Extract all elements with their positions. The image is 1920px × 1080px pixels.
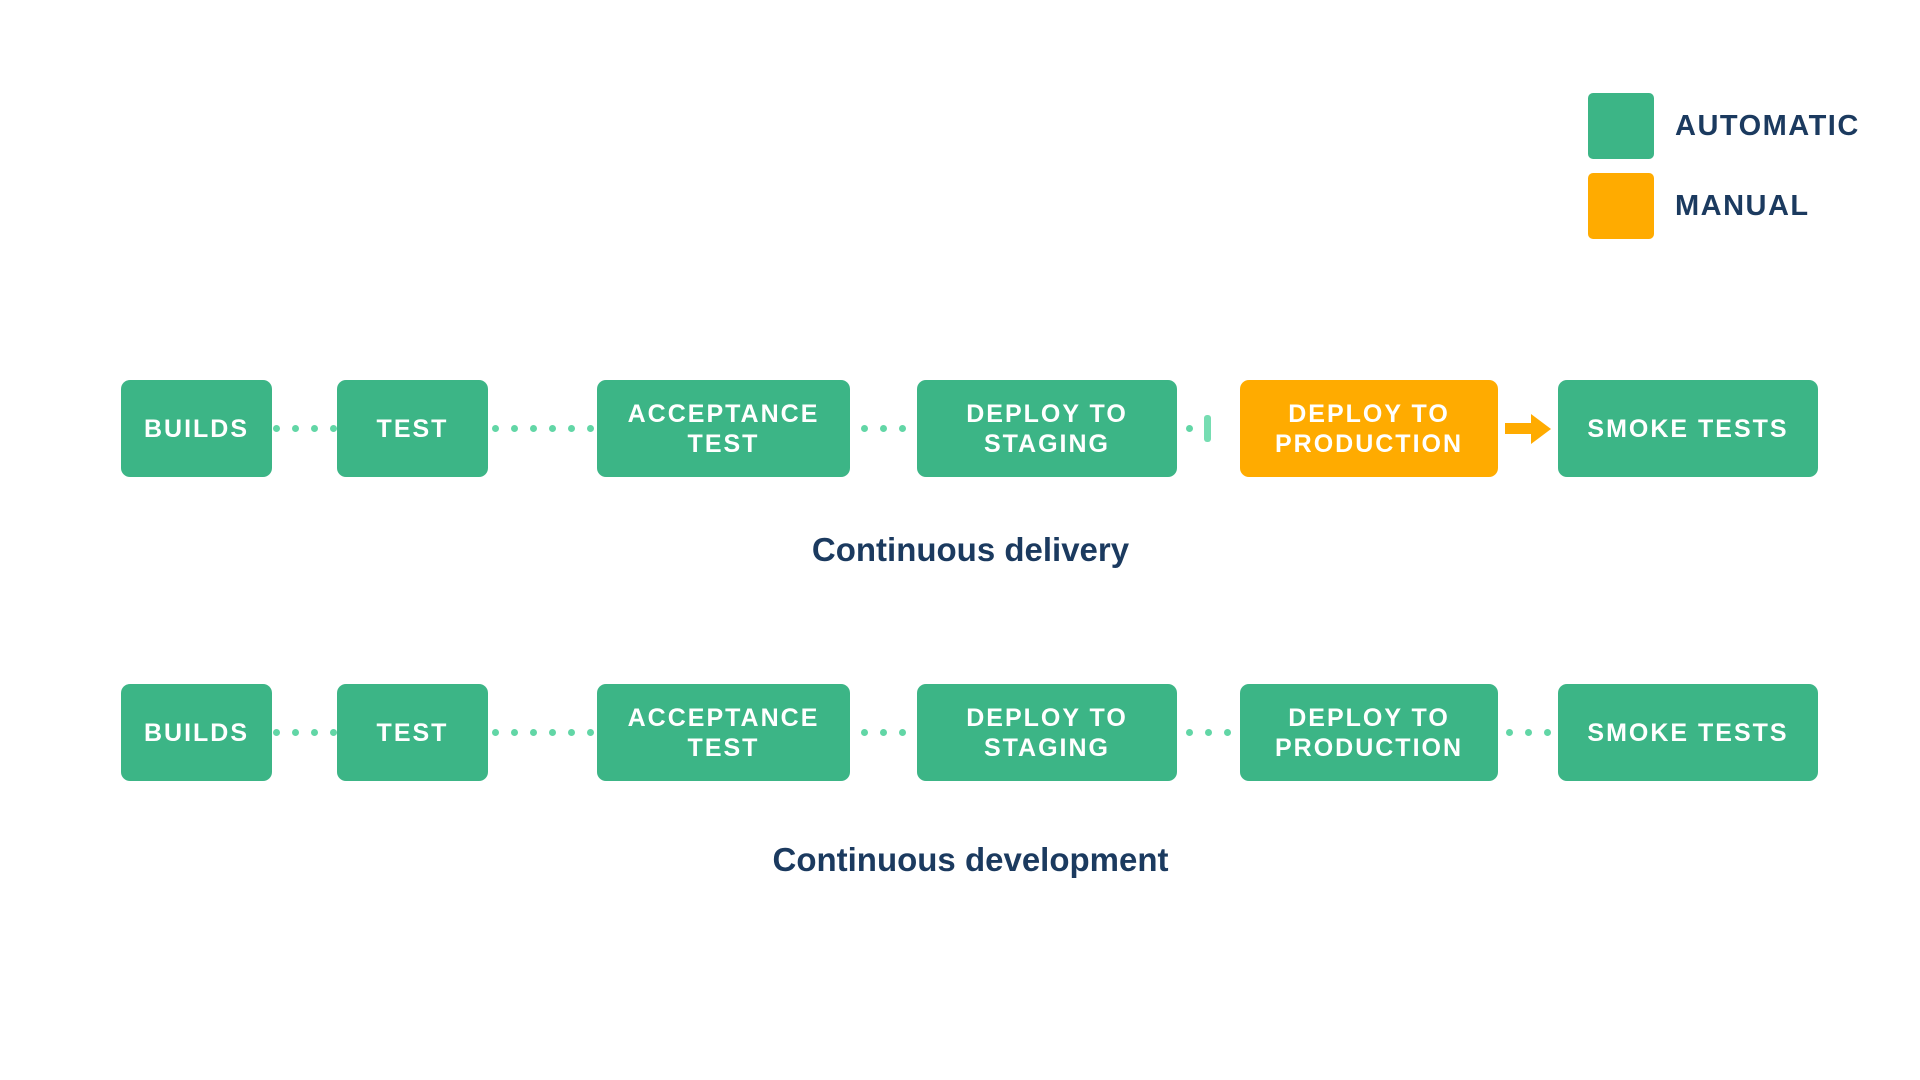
step-label-line: DEPLOY TO [966,399,1128,428]
connector-dot [329,729,337,736]
gate-bar-icon [1204,415,1211,442]
step-builds: BUILDS [121,380,272,477]
legend-label-manual: MANUAL [1675,189,1810,222]
connector-dot [586,425,594,432]
connector-dot [548,729,556,736]
caption-continuous-delivery: Continuous delivery [811,531,1130,568]
connector-dot [567,729,575,736]
connector-dot [899,729,906,736]
arrow-head [1531,413,1551,444]
connector-dot [1224,729,1231,736]
step-smoke-tests: SMOKE TESTS [1558,684,1818,781]
connector-dot [491,729,499,736]
arrow-shaft [1505,423,1531,434]
dotted-connector [488,684,597,781]
connector-dot [567,425,575,432]
connector-dot [529,729,537,736]
connector-dot [861,729,868,736]
dotted-connector [488,380,597,477]
step-label-line: TEST [376,718,449,747]
connector-dot [899,425,906,432]
step-label-line: TEST [687,429,760,458]
connector-dot [861,425,868,432]
connector-dot [291,729,299,736]
connector-dot [491,425,499,432]
dotted-connector [850,380,917,477]
legend-label-automatic: AUTOMATIC [1675,109,1860,142]
connector-dot [880,729,887,736]
step-label-line: PRODUCTION [1274,429,1464,458]
connector-dot [586,729,594,736]
connector-dot [529,425,537,432]
connector-dot [272,729,280,736]
step-label-line: DEPLOY TO [966,703,1128,732]
step-label-line: ACCEPTANCE [627,703,820,732]
connector-dot [1505,729,1513,736]
dotted-connector [1177,684,1240,781]
connector-dot [1186,425,1193,432]
step-label-line: TEST [687,733,760,762]
connector-dot [510,729,518,736]
step-label-line: SMOKE TESTS [1587,718,1789,747]
step-label-line: ACCEPTANCE [627,399,820,428]
arrow-connector [1498,380,1558,477]
dotted-connector [1498,684,1558,781]
step-label-line: STAGING [983,429,1111,458]
connector-dot [548,425,556,432]
connector-dot [310,729,318,736]
legend-swatch-automatic [1588,93,1654,159]
legend-item-automatic: AUTOMATIC [1588,93,1860,159]
step-label-line: SMOKE TESTS [1587,414,1789,443]
step-smoke-tests: SMOKE TESTS [1558,380,1818,477]
step-label-line: BUILDS [143,718,250,747]
connector-dot [310,425,318,432]
step-test: TEST [337,380,488,477]
step-label-line: DEPLOY TO [1288,399,1450,428]
connector-dot [1524,729,1532,736]
arrow-right-icon [1505,413,1551,444]
connector-dot [1186,729,1193,736]
connector-dot [272,425,280,432]
legend-swatch-manual [1588,173,1654,239]
step-label-line: DEPLOY TO [1288,703,1450,732]
step-label-line: BUILDS [143,414,250,443]
manual-gate-connector [1177,380,1240,477]
dotted-connector [272,684,337,781]
step-builds: BUILDS [121,684,272,781]
legend-item-manual: MANUAL [1588,173,1860,239]
caption-continuous-development: Continuous development [772,841,1169,878]
connector-dot [880,425,887,432]
step-label-line: STAGING [983,733,1111,762]
step-test: TEST [337,684,488,781]
legend: AUTOMATIC MANUAL [1588,93,1860,239]
dotted-connector [850,684,917,781]
connector-dot [329,425,337,432]
step-label-line: TEST [376,414,449,443]
connector-dot [1543,729,1551,736]
step-label-line: PRODUCTION [1274,733,1464,762]
dotted-connector [272,380,337,477]
connector-dot [1205,729,1212,736]
connector-dot [291,425,299,432]
connector-dot [510,425,518,432]
